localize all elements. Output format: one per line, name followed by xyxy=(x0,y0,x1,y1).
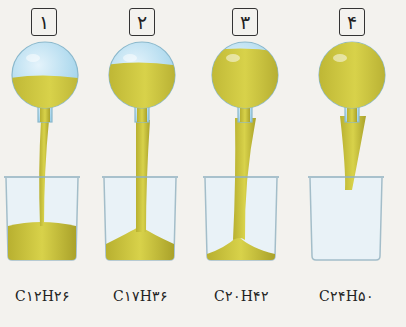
number-box: ۴ xyxy=(339,8,365,36)
callout-number: ۳ xyxy=(240,13,250,32)
callout-number: ۲ xyxy=(137,13,147,32)
callout-number: ۱ xyxy=(39,13,49,32)
callout-number: ۴ xyxy=(347,13,357,32)
number-box: ۳ xyxy=(232,8,258,36)
formula-label: C۲۴H۵۰ xyxy=(319,288,374,304)
formula-label: C۲۰H۴۲ xyxy=(214,288,269,304)
number-box: ۲ xyxy=(129,8,155,36)
formula-label: C۱۷H۳۶ xyxy=(113,288,168,304)
formula-label: C۱۲H۲۶ xyxy=(15,288,70,304)
number-box: ۱ xyxy=(31,8,57,36)
